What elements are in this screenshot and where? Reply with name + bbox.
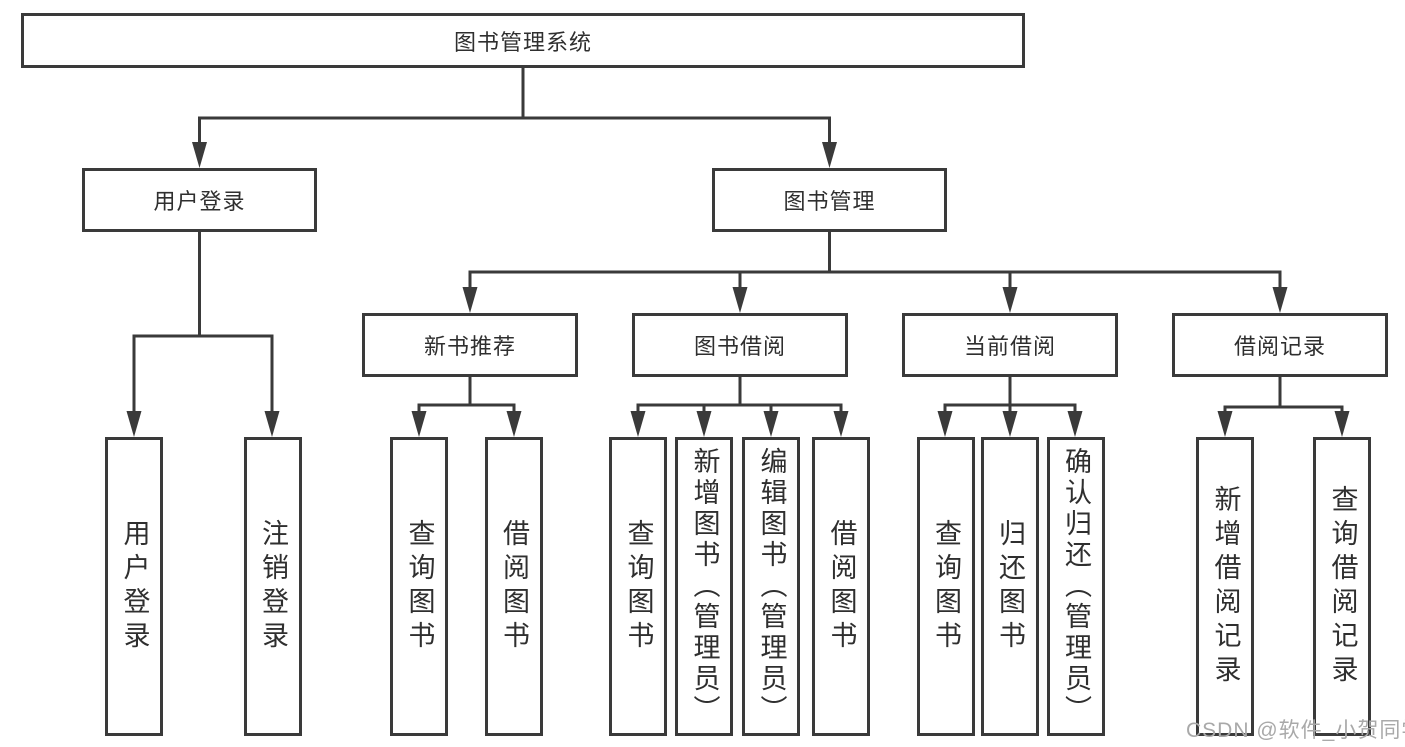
node-label: 查询图书 [623, 518, 654, 655]
node-current-borrowing: 当前借阅 [902, 313, 1118, 377]
leaf-logout: 注销登录 [243, 437, 302, 736]
node-label: 借阅图书 [499, 518, 529, 655]
node-label: 归还图书 [995, 518, 1025, 655]
leaf-user-login: 用户登录 [105, 437, 163, 736]
node-book-borrowing: 图书借阅 [632, 313, 848, 377]
csdn-watermark: CSDN @软件_小贺同学 [1186, 719, 1405, 742]
node-label: 新增借阅记录 [1210, 484, 1241, 689]
leaf-query-borrow-record: 查询借阅记录 [1313, 437, 1371, 736]
node-label: 查询图书 [404, 518, 435, 655]
leaf-confirm-return-admin: 确认归还（管理员） [1046, 437, 1105, 736]
leaf-query-books-current: 查询图书 [916, 437, 975, 736]
node-user-login: 用户登录 [82, 168, 317, 232]
node-label: 编辑图书（管理员） [756, 447, 787, 726]
node-label: 查询图书 [931, 518, 961, 655]
node-label: 图书借阅 [693, 334, 786, 359]
node-label: 借阅图书 [826, 518, 857, 655]
node-label: 借阅记录 [1233, 334, 1326, 359]
node-label: 注销登录 [258, 518, 288, 655]
node-label: 用户登录 [153, 189, 246, 214]
node-label: 确认归还（管理员） [1061, 447, 1091, 726]
node-label: 新增图书（管理员） [689, 447, 720, 726]
node-label: 当前借阅 [963, 334, 1056, 359]
leaf-query-books-borrowing: 查询图书 [609, 437, 667, 736]
leaf-borrow-books-recommend: 借阅图书 [484, 437, 543, 736]
node-label: 图书管理系统 [453, 29, 592, 55]
node-borrowing-records: 借阅记录 [1172, 313, 1388, 377]
node-root-library-management-system: 图书管理系统 [21, 13, 1025, 68]
leaf-borrow-books-borrowing: 借阅图书 [812, 437, 870, 736]
node-label: 查询借阅记录 [1327, 484, 1358, 689]
leaf-add-borrow-record: 新增借阅记录 [1196, 437, 1254, 736]
leaf-add-books-admin: 新增图书（管理员） [675, 437, 733, 736]
leaf-edit-books-admin: 编辑图书（管理员） [742, 437, 800, 736]
leaf-return-books: 归还图书 [980, 437, 1039, 736]
node-label: 新书推荐 [423, 334, 516, 359]
node-label: 图书管理 [783, 189, 876, 214]
node-label: 用户登录 [119, 518, 150, 655]
node-new-book-recommendation: 新书推荐 [362, 313, 578, 377]
leaf-query-books-recommend: 查询图书 [390, 437, 448, 736]
node-book-management: 图书管理 [712, 168, 947, 232]
